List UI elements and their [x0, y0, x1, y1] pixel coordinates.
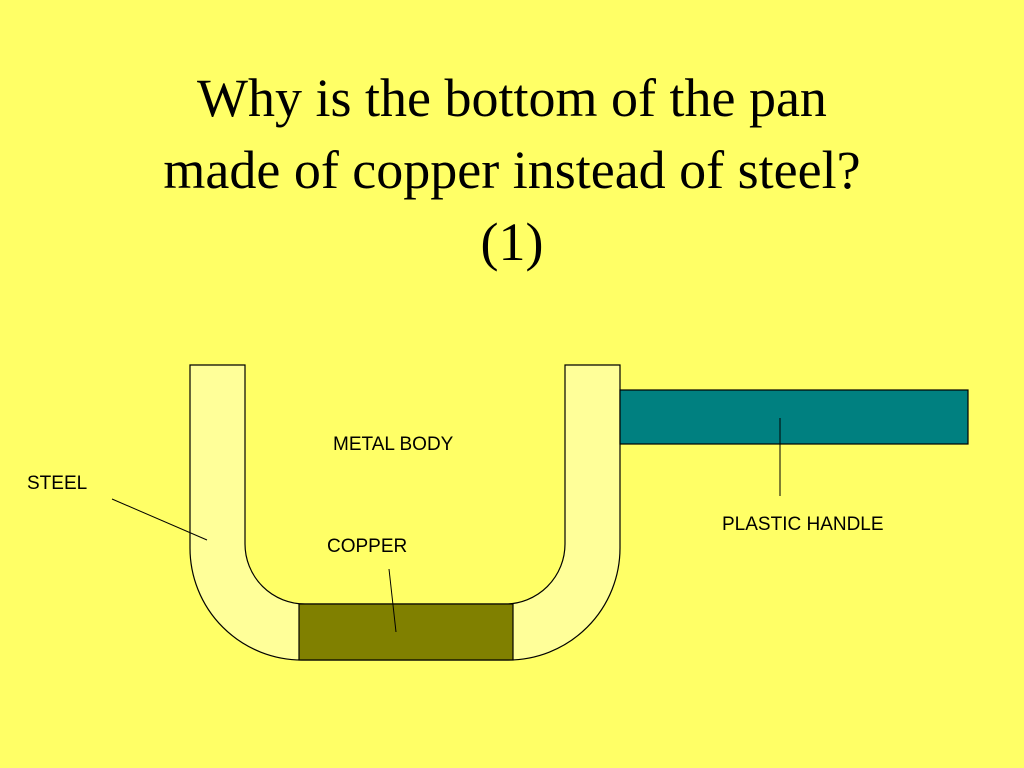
copper-base [298, 603, 514, 661]
metal-body-label: METAL BODY [333, 434, 454, 455]
title-line-1: Why is the bottom of the pan [197, 68, 827, 128]
plastic-handle [619, 389, 969, 445]
title-line-3: (1) [480, 212, 544, 272]
plastic-handle-label: PLASTIC HANDLE [722, 514, 884, 535]
pan-steel-wall [189, 364, 621, 661]
title-line-2: made of copper instead of steel? [163, 140, 861, 200]
steel-leader-line [111, 498, 208, 541]
copper-leader-line [388, 568, 397, 633]
steel-label: STEEL [27, 473, 88, 494]
slide-title: Why is the bottom of the pan made of cop… [40, 62, 984, 278]
copper-label: COPPER [327, 536, 408, 557]
